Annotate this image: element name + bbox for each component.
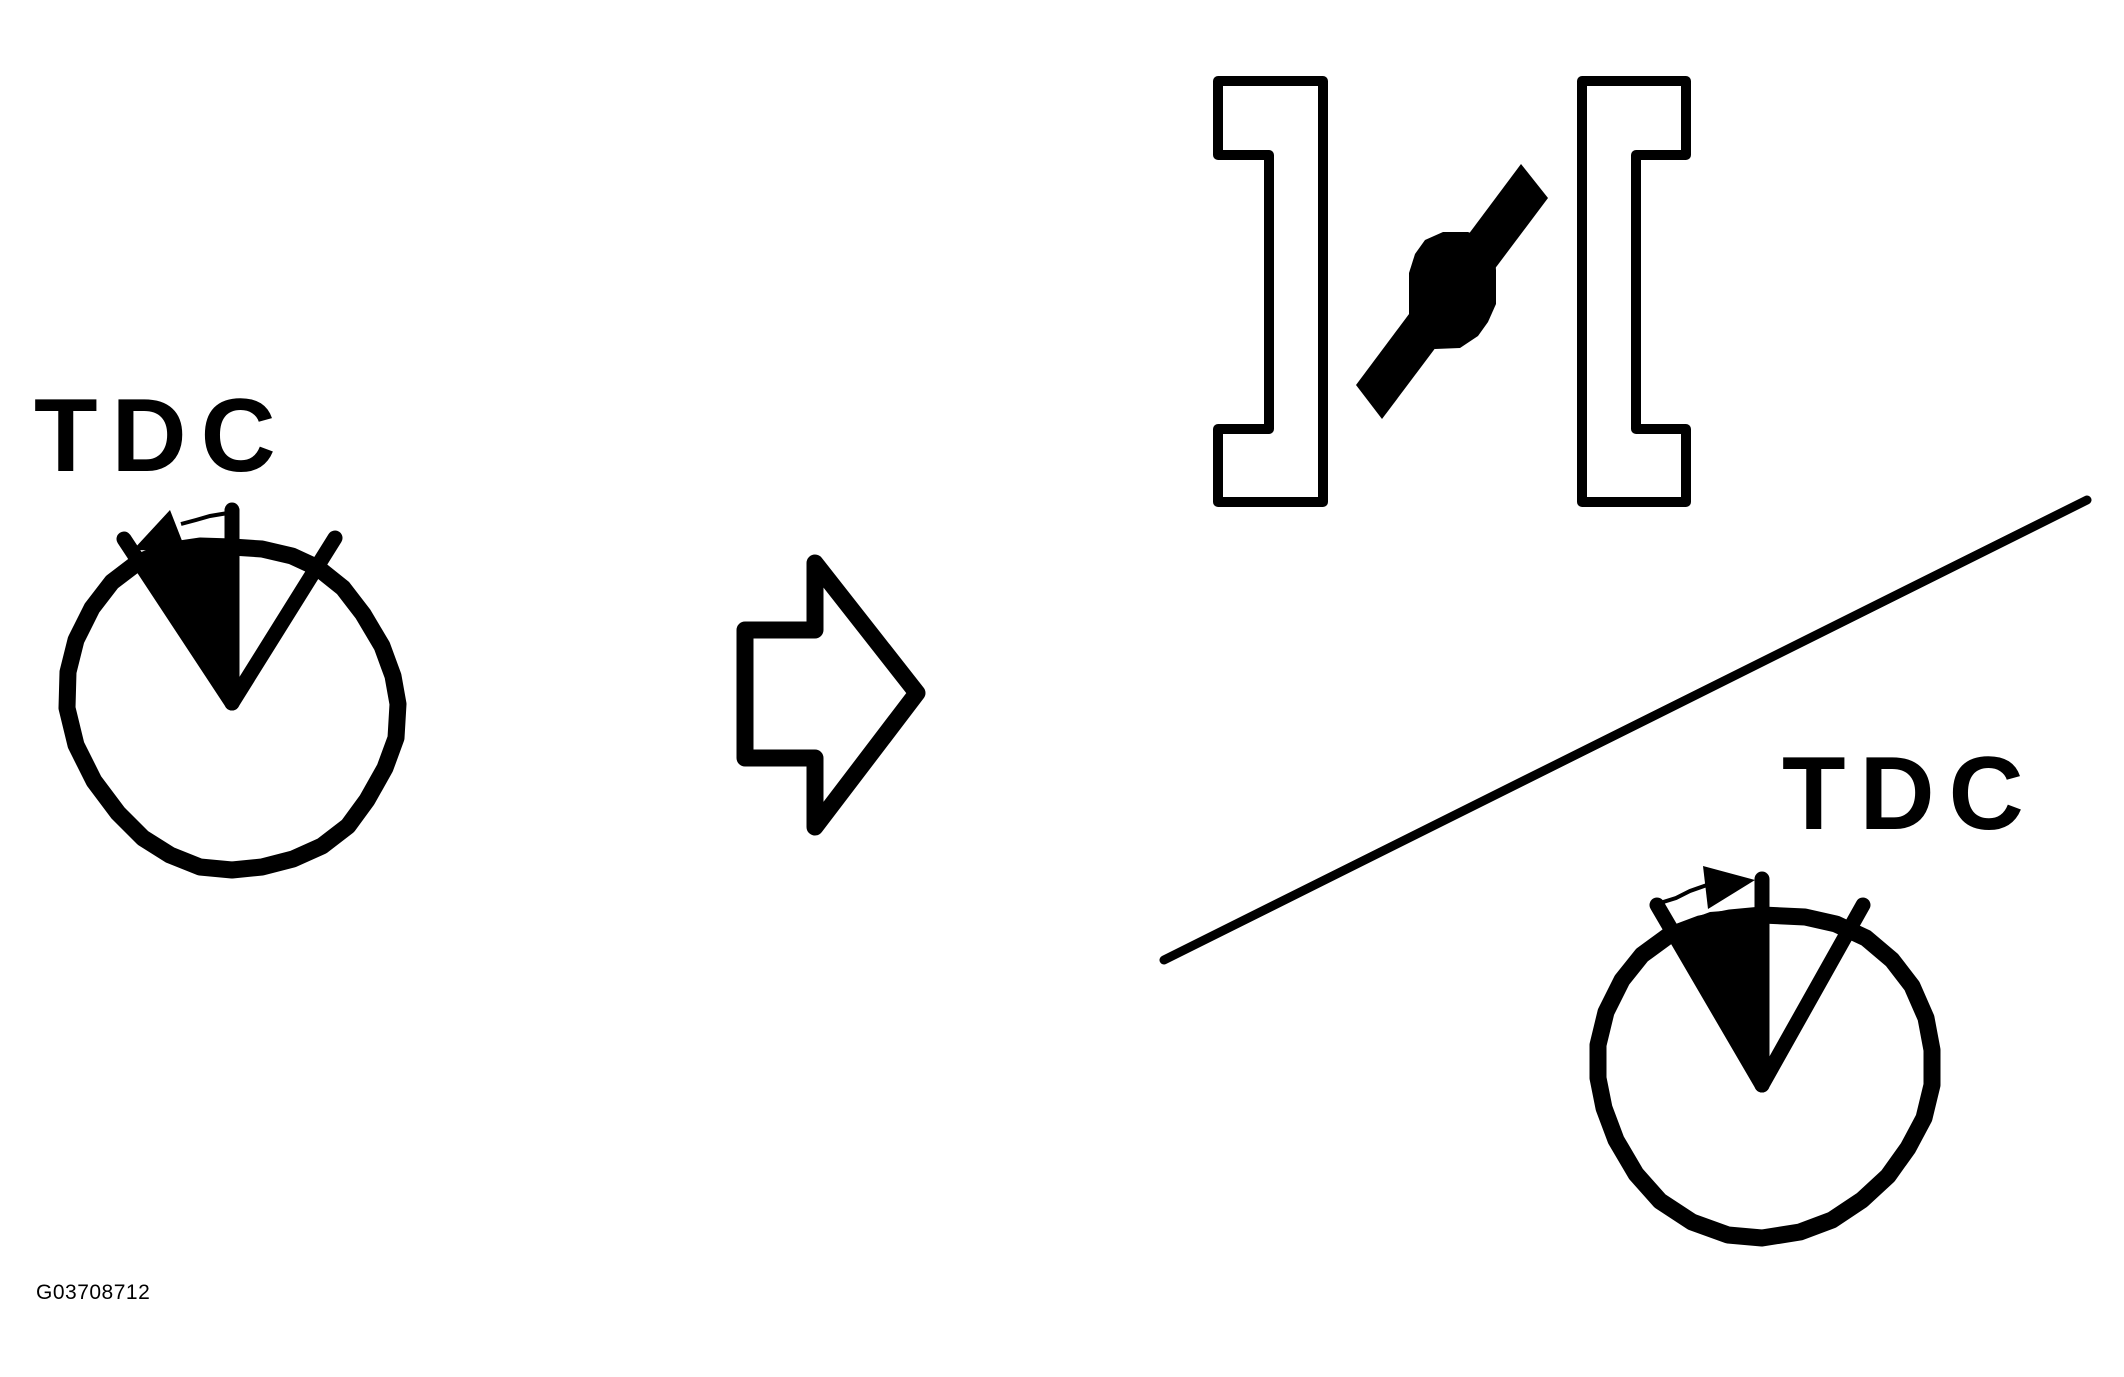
left-dial-right-mark [224, 530, 343, 711]
throttle-body-right-wall [1577, 76, 1691, 507]
diagonal-divider-line [1159, 495, 2092, 965]
right-dial-circle [1589, 906, 1941, 1247]
left-dial-tdc-label: TDC [34, 378, 290, 494]
hollow-right-arrow-icon [736, 554, 926, 836]
throttle-body-left-wall [1213, 76, 1328, 507]
throttle-plate-icon [1356, 164, 1548, 419]
figure-id: G03708712 [36, 1281, 151, 1304]
left-timing-dial [58, 502, 407, 879]
right-dial-left-mark [1649, 897, 1770, 1093]
left-dial-rotation-arrowhead-icon [133, 510, 186, 551]
right-dial-right-mark [1754, 897, 1871, 1093]
right-dial-rotation-line [1659, 883, 1708, 905]
left-dial-left-mark [116, 531, 240, 711]
right-dial-rotation-arrowhead-icon [1703, 866, 1755, 909]
right-dial-tdc-label: TDC [1782, 736, 2038, 852]
left-dial-rotation-line [180, 511, 229, 526]
right-timing-dial [1589, 866, 1941, 1247]
left-dial-circle [58, 537, 407, 879]
